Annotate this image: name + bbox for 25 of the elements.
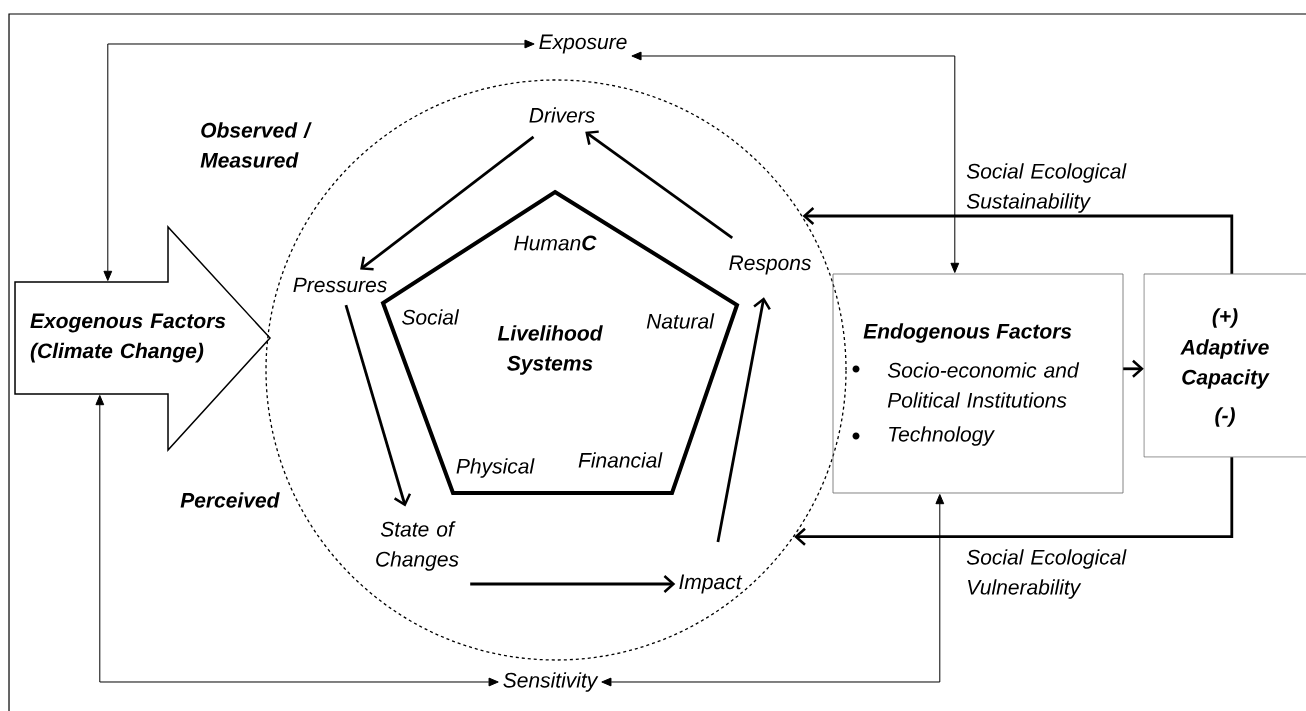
- arrow: [631, 51, 960, 273]
- arrow: [344, 304, 412, 507]
- node-label: Exposure: [539, 34, 627, 54]
- edge-label: Social Ecological Vulnerability: [966, 549, 1127, 599]
- arrow: [1123, 359, 1144, 378]
- node-label: Impact: [679, 574, 743, 594]
- annotation: Perceived: [180, 492, 280, 508]
- arrow: [802, 207, 1234, 274]
- arrow: [470, 575, 676, 593]
- edge-label: Social Ecological Sustainability: [966, 163, 1127, 213]
- arrow: [95, 395, 499, 687]
- arrow: [360, 135, 535, 271]
- arrow: [585, 130, 734, 239]
- arrow: [601, 494, 945, 687]
- arrow: [794, 457, 1234, 546]
- node-label: Pressures: [293, 277, 387, 293]
- node-label: Drivers: [529, 107, 595, 123]
- node-label: Respons: [729, 255, 811, 275]
- node-label: Sensitivity: [503, 672, 599, 692]
- capacity-box: (+) Adaptive Capacity (-): [1143, 273, 1306, 458]
- arrow: [716, 297, 771, 543]
- annotation: Observed / Measured: [200, 122, 312, 168]
- arrow: [103, 39, 535, 281]
- factor-box: Endogenous Factors Socio-economic and Political Institutions Technology: [832, 273, 1124, 494]
- node-label: State of Changes: [376, 521, 459, 571]
